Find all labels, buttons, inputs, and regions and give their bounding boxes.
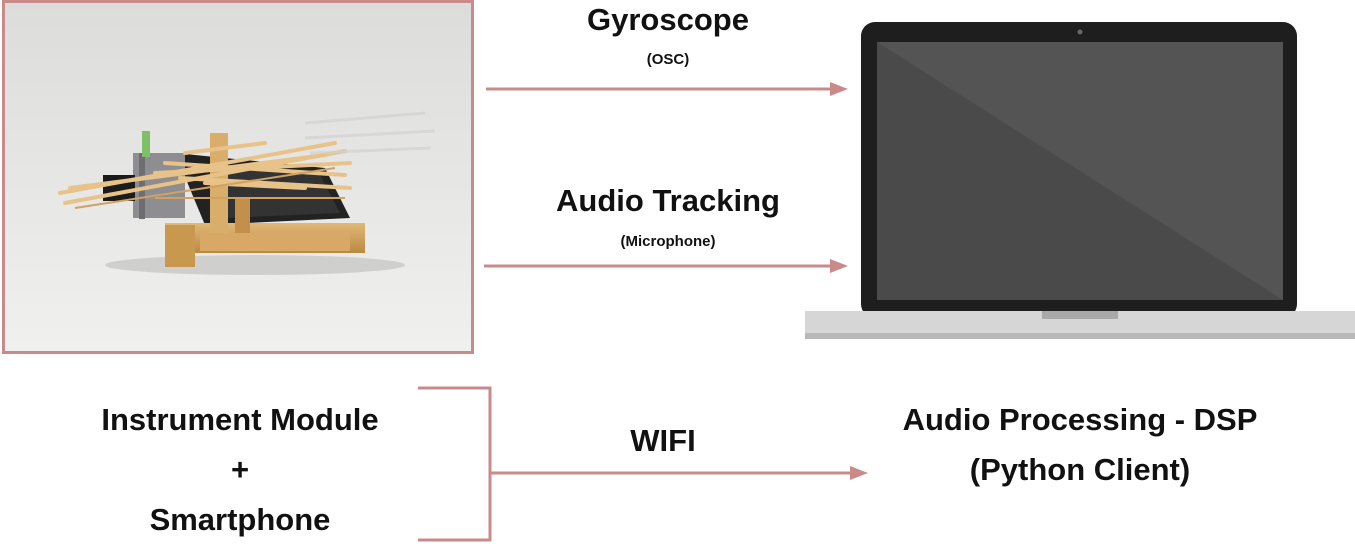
audio-processing-label: Audio Processing - DSP (Python Client) [870, 395, 1290, 495]
instrument-illustration [5, 3, 471, 351]
arrow-right-icon [830, 82, 848, 96]
dsp-line: Audio Processing - DSP [902, 402, 1258, 437]
instrument-line: Instrument Module [101, 402, 379, 437]
smartphone-line: Smartphone [149, 502, 331, 537]
plus-line: + [230, 452, 250, 487]
wifi-label: WIFI [630, 423, 696, 458]
instrument-module-label: Instrument Module + Smartphone [60, 395, 420, 545]
python-client-line: (Python Client) [969, 452, 1191, 487]
gyroscope-label: Gyroscope [587, 2, 749, 37]
arrow-right-icon [830, 259, 848, 273]
laptop-icon [805, 22, 1355, 339]
gyroscope-sublabel: (OSC) [646, 51, 690, 68]
instrument-photo [2, 0, 474, 354]
audio-tracking-sublabel: (Microphone) [620, 233, 716, 250]
audio-tracking-label: Audio Tracking [556, 183, 780, 218]
bracket-icon [418, 386, 492, 542]
arrow-right-icon [850, 466, 868, 480]
